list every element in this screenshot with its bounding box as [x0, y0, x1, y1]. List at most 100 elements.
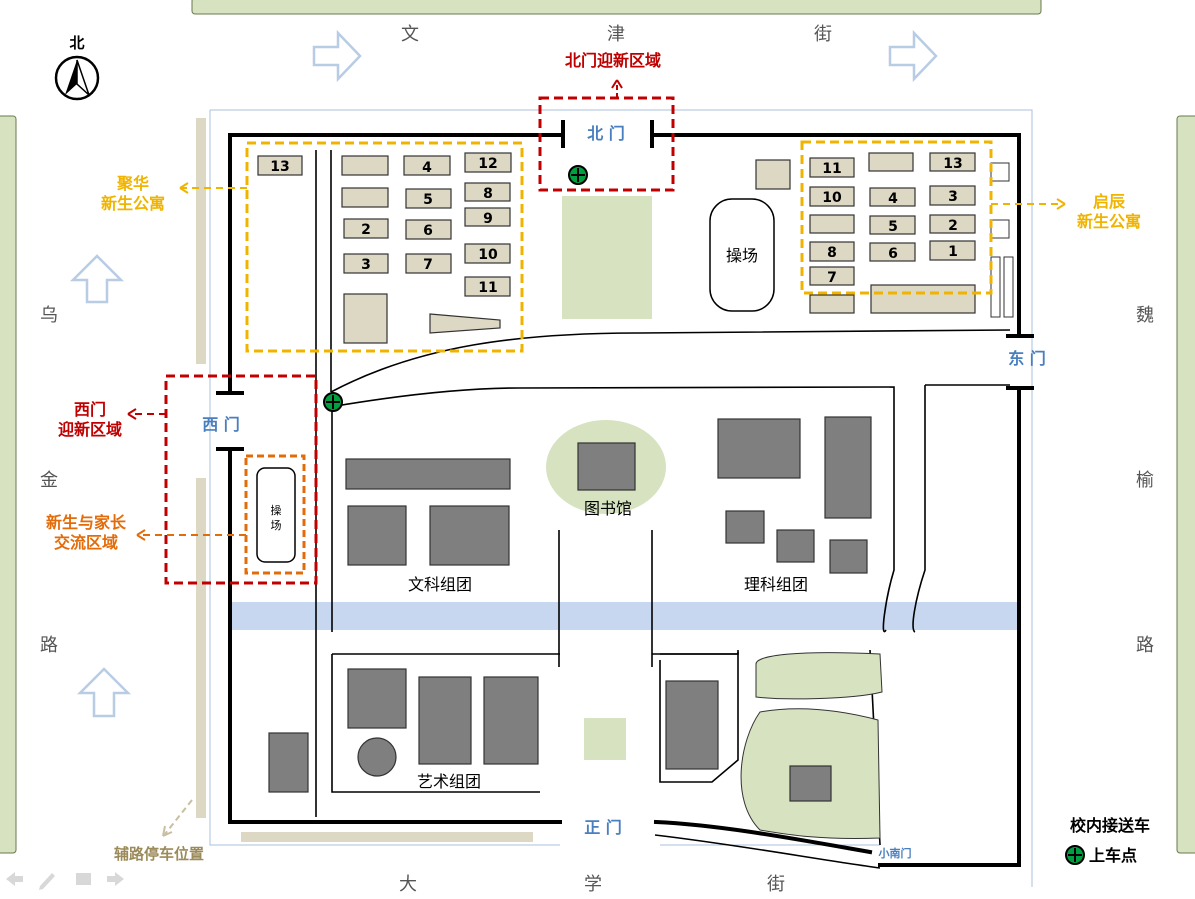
- north-compass-icon: [54, 55, 100, 101]
- building-number: 13: [270, 159, 289, 175]
- building-number: 10: [478, 247, 498, 263]
- playground-west: [256, 467, 296, 563]
- traffic-arrow-right-icon: [312, 29, 362, 83]
- street-west-char-1: 乌: [40, 305, 58, 326]
- science-buildings: [717, 416, 872, 574]
- building-number: 6: [888, 246, 898, 262]
- river: [232, 602, 1019, 630]
- southwest-building: [268, 732, 309, 793]
- art-buildings: [347, 668, 539, 777]
- street-north-char-2: 津: [607, 24, 625, 45]
- street-west-char-2: 金: [40, 470, 58, 491]
- east-street-strip: [1176, 115, 1195, 854]
- playground-east: [709, 198, 775, 312]
- wall-east-lower: [878, 386, 1021, 867]
- building-number: 8: [483, 186, 493, 202]
- parking-strip-west-upper: [196, 118, 206, 364]
- qichen-building-numbers: 11 13 10 4 3 5 2 8 6 1 7: [822, 156, 962, 286]
- building-number: 8: [827, 245, 837, 261]
- gate-small-south-label: 小南门: [878, 846, 912, 860]
- traffic-arrow-up-icon: [69, 254, 125, 304]
- gate-main-label: 正 门: [584, 818, 622, 837]
- juhua-dorm-buildings: [257, 152, 512, 344]
- building-number: 2: [361, 222, 371, 238]
- building-number: 4: [888, 191, 898, 207]
- pen-icon[interactable]: [39, 873, 55, 890]
- callout-arrows: [127, 79, 1066, 837]
- parking-strip-west-lower: [196, 478, 206, 818]
- parking-strip-south: [241, 832, 533, 842]
- west-welcome-label-2: 迎新区域: [58, 420, 122, 439]
- playground-west-label-1: 操: [271, 503, 282, 517]
- menu-icon[interactable]: [76, 873, 91, 885]
- building-number: 7: [827, 270, 837, 286]
- compass-label: 北: [69, 34, 84, 52]
- north-lawn: [562, 196, 652, 319]
- legend-shuttle-stop-icon: [1065, 845, 1085, 865]
- park-building: [789, 765, 832, 802]
- library-label: 图书馆: [584, 499, 632, 518]
- qichen-dorm-zone: [800, 140, 993, 295]
- south-lawn: [584, 718, 626, 760]
- parents-label-1: 新生与家长: [46, 513, 127, 532]
- building-number: 13: [943, 156, 962, 172]
- building-number: 10: [822, 190, 842, 206]
- street-west-char-3: 路: [40, 635, 58, 656]
- street-east-char-2: 榆: [1136, 470, 1154, 491]
- library-building: [577, 442, 636, 491]
- legend-title: 校内接送车: [1070, 816, 1150, 835]
- street-north-char-1: 文: [401, 24, 419, 45]
- building-number: 2: [948, 218, 958, 234]
- shuttle-stop-icon: [568, 165, 588, 185]
- parents-label-2: 交流区域: [54, 533, 118, 552]
- street-east-char-3: 路: [1136, 635, 1154, 656]
- west-gate-welcome-zone: [164, 374, 318, 585]
- building-number: 12: [478, 156, 497, 172]
- juhua-dorm-zone: [245, 141, 524, 353]
- wall-north-east: [650, 133, 1021, 338]
- gate-east-label: 东 门: [1008, 349, 1046, 368]
- art-label: 艺术组团: [417, 772, 481, 791]
- building-number: 9: [483, 211, 493, 227]
- campus-boundary-outline: [209, 109, 1033, 887]
- legend-item: 上车点: [1089, 846, 1137, 865]
- building-number: 11: [478, 280, 497, 296]
- juhua-label-1: 聚华: [116, 174, 149, 193]
- traffic-arrow-up-icon: [76, 667, 132, 718]
- north-welcome-label: 北门迎新区域: [565, 51, 661, 70]
- street-south-char-1: 大: [399, 874, 417, 895]
- traffic-arrow-right-icon: [888, 29, 938, 83]
- building-number: 11: [822, 161, 841, 177]
- west-welcome-label-1: 西门: [74, 400, 106, 419]
- street-east-char-1: 魏: [1136, 305, 1154, 326]
- qichen-dorm-buildings: [755, 152, 1014, 318]
- parking-label: 辅路停车位置: [114, 845, 204, 863]
- juhua-label-2: 新生公寓: [101, 194, 165, 213]
- parents-exchange-zone: [244, 454, 306, 575]
- liberal-arts-buildings: [345, 458, 511, 566]
- street-south-char-2: 学: [584, 874, 602, 895]
- qichen-label-2: 新生公寓: [1077, 212, 1141, 231]
- juhua-building-numbers: 13 4 12 8 5 9 2 6 10 3 7 11: [270, 156, 498, 296]
- building-number: 4: [422, 160, 432, 176]
- wall-south-east: [653, 819, 873, 855]
- west-street-strip: [0, 115, 17, 854]
- next-slide-icon[interactable]: [107, 872, 124, 886]
- building-number: 3: [361, 257, 371, 273]
- building-number: 7: [423, 257, 433, 273]
- prev-slide-icon[interactable]: [6, 872, 23, 886]
- wall-west-lower: [228, 447, 562, 824]
- south-center-building: [665, 680, 719, 770]
- building-number: 3: [948, 189, 958, 205]
- southeast-lawn-top: [755, 652, 883, 700]
- building-number: 5: [888, 219, 898, 235]
- street-north-char-3: 街: [814, 24, 832, 45]
- shuttle-stop-icon: [323, 392, 343, 412]
- science-label: 理科组团: [744, 575, 808, 594]
- north-street-strip: [191, 0, 1042, 15]
- building-number: 6: [423, 223, 433, 239]
- building-number: 5: [423, 192, 433, 208]
- slide-nav-controls[interactable]: [6, 872, 124, 890]
- street-south-char-3: 街: [767, 874, 785, 895]
